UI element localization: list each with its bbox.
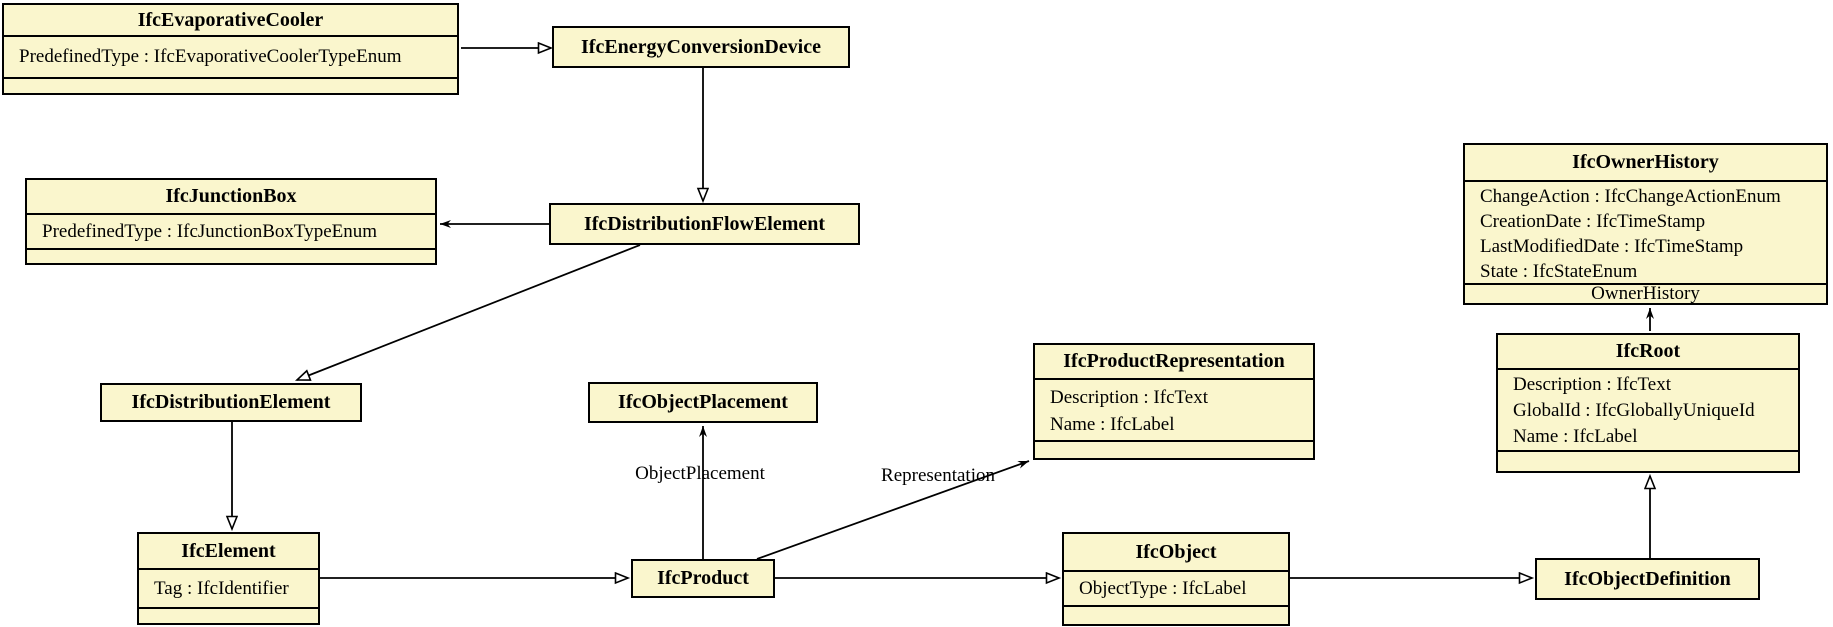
class-title: IfcRoot <box>1615 340 1681 362</box>
edge-distributionflowelement-to-distributionelement <box>297 244 641 380</box>
class-attributes: ObjectType : IfcLabel <box>1064 570 1288 605</box>
class-title: IfcProductRepresentation <box>1063 350 1285 372</box>
class-attributes: PredefinedType : IfcEvaporativeCoolerTyp… <box>4 35 457 77</box>
class-title: IfcObjectDefinition <box>1564 568 1731 590</box>
class-ifcproductrepresentation: IfcProductRepresentation Description : I… <box>1033 343 1315 460</box>
edge-label-objectplacement: ObjectPlacement <box>635 463 766 484</box>
class-ifcdistributionelement: IfcDistributionElement <box>100 383 362 422</box>
attribute-line: ObjectType : IfcLabel <box>1079 578 1247 599</box>
class-title: IfcProduct <box>657 567 749 589</box>
attribute-line: Tag : IfcIdentifier <box>154 578 289 599</box>
class-empty-compartment <box>1035 440 1313 458</box>
class-title: IfcObject <box>1135 541 1217 563</box>
class-ifcenergyconversiondevice: IfcEnergyConversionDevice <box>552 26 850 68</box>
class-ifcproduct: IfcProduct <box>631 559 775 598</box>
ownerhistory-role-compartment: OwnerHistory <box>1465 283 1826 303</box>
attribute-line: Name : IfcLabel <box>1513 426 1638 447</box>
class-ifcobjectplacement: IfcObjectPlacement <box>588 382 818 423</box>
class-title: IfcJunctionBox <box>165 185 297 207</box>
class-title: IfcDistributionFlowElement <box>583 213 826 235</box>
attribute-line: State : IfcStateEnum <box>1480 261 1638 282</box>
class-empty-compartment <box>27 248 435 263</box>
class-ifcobject: IfcObject ObjectType : IfcLabel <box>1062 532 1290 626</box>
class-title: IfcEnergyConversionDevice <box>581 36 821 58</box>
class-attributes: Tag : IfcIdentifier <box>139 568 318 607</box>
class-empty-compartment <box>139 607 318 623</box>
class-attributes: Description : IfcText GlobalId : IfcGlob… <box>1498 368 1798 450</box>
class-title: IfcObjectPlacement <box>618 391 788 413</box>
class-title: IfcElement <box>181 540 276 562</box>
attribute-line: PredefinedType : IfcEvaporativeCoolerTyp… <box>19 46 402 67</box>
class-attributes: PredefinedType : IfcJunctionBoxTypeEnum <box>27 213 435 248</box>
class-title: IfcOwnerHistory <box>1572 151 1719 173</box>
attribute-line: GlobalId : IfcGloballyUniqueId <box>1513 400 1755 421</box>
class-ifcjunctionbox: IfcJunctionBox PredefinedType : IfcJunct… <box>25 178 437 265</box>
class-attributes: ChangeAction : IfcChangeActionEnum Creat… <box>1465 180 1826 283</box>
attribute-line: CreationDate : IfcTimeStamp <box>1480 211 1706 232</box>
class-ifcroot: IfcRoot Description : IfcText GlobalId :… <box>1496 333 1800 473</box>
class-ifcelement: IfcElement Tag : IfcIdentifier <box>137 532 320 625</box>
class-title: IfcDistributionElement <box>131 391 331 413</box>
class-empty-compartment <box>1498 450 1798 471</box>
attribute-line: Description : IfcText <box>1513 374 1672 395</box>
class-empty-compartment <box>1064 605 1288 624</box>
attribute-line: Name : IfcLabel <box>1050 414 1175 435</box>
class-ifcevaporativecooler: IfcEvaporativeCooler PredefinedType : If… <box>2 3 459 95</box>
class-empty-compartment <box>4 77 457 93</box>
class-ifcdistributionflowelement: IfcDistributionFlowElement <box>549 203 860 245</box>
class-ifcobjectdefinition: IfcObjectDefinition <box>1535 558 1760 600</box>
edge-product-to-productrepresentation <box>756 460 1030 560</box>
attribute-line: ChangeAction : IfcChangeActionEnum <box>1480 186 1781 207</box>
attribute-line: PredefinedType : IfcJunctionBoxTypeEnum <box>42 221 378 242</box>
attribute-line: Description : IfcText <box>1050 387 1209 408</box>
class-title: IfcEvaporativeCooler <box>137 9 324 31</box>
class-ifcownerhistory: IfcOwnerHistory ChangeAction : IfcChange… <box>1463 143 1828 305</box>
class-attributes: Description : IfcText Name : IfcLabel <box>1035 378 1313 440</box>
attribute-line: LastModifiedDate : IfcTimeStamp <box>1480 236 1744 257</box>
edge-label-representation: Representation <box>881 465 995 486</box>
